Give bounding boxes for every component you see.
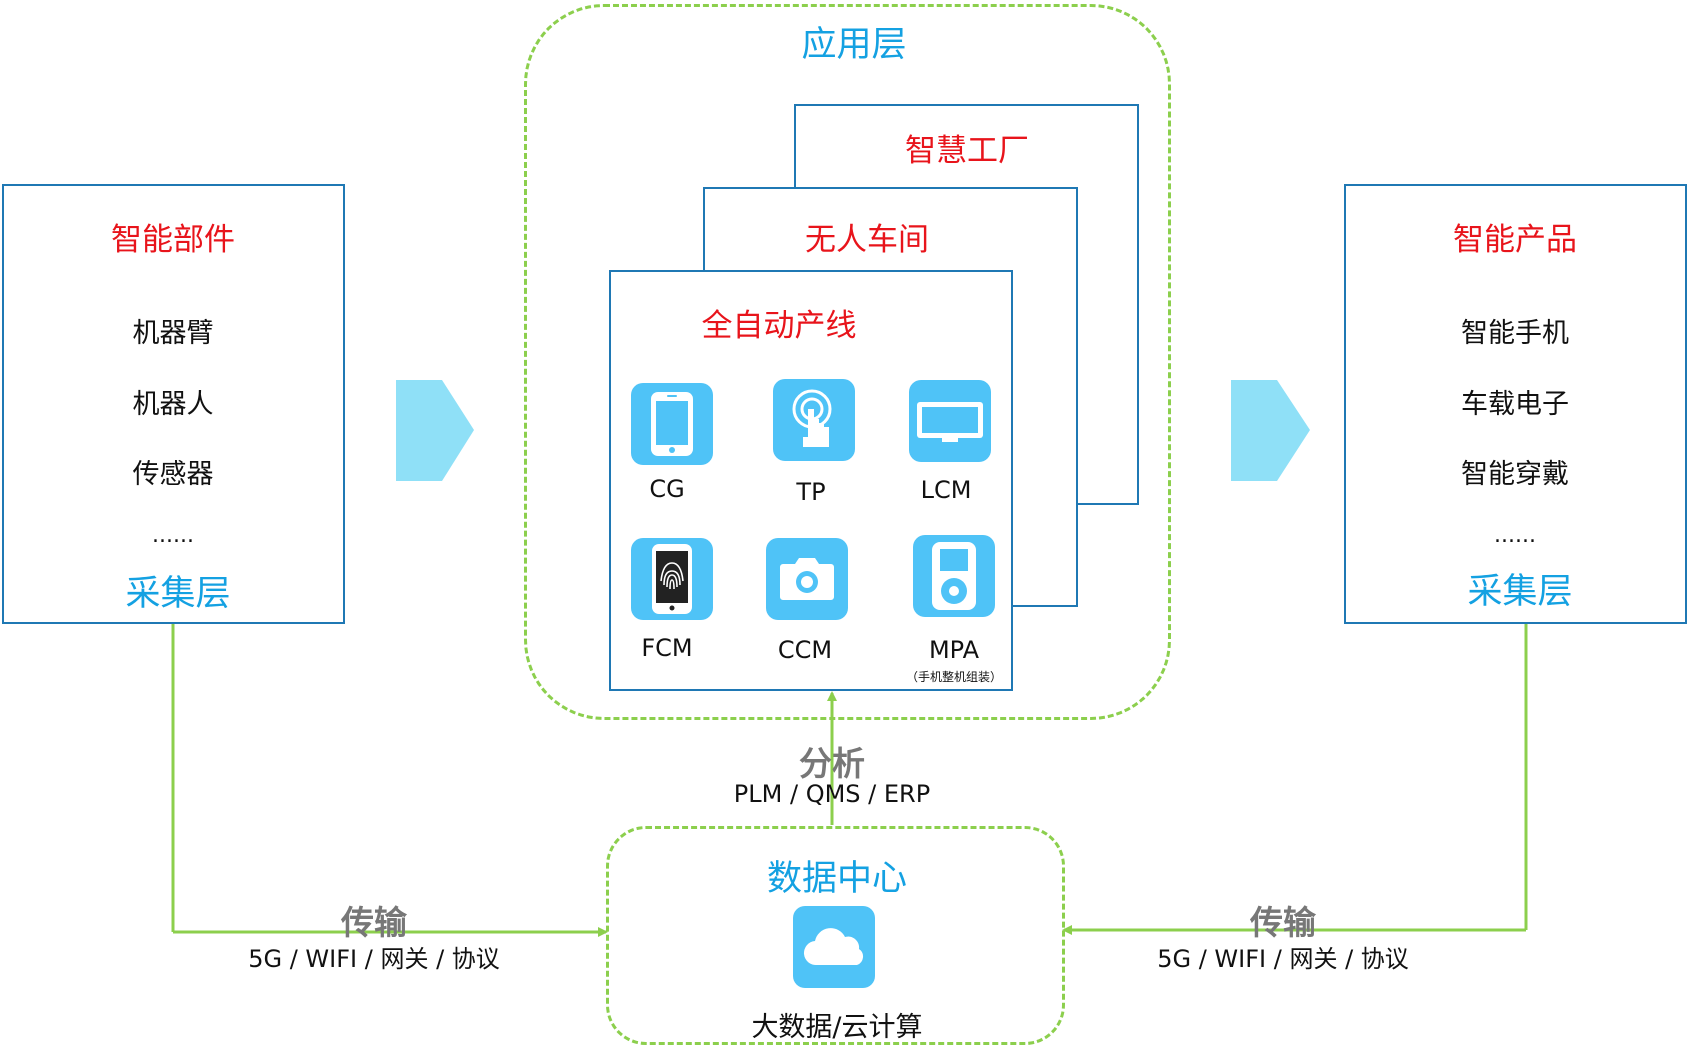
right-item-wearable: 智能穿戴 [1461, 459, 1569, 490]
right-layer-label: 采集层 [1467, 572, 1573, 612]
left-panel [2, 184, 345, 624]
left-transmission-subtitle: 5G / WIFI / 网关 / 协议 [248, 945, 500, 973]
icon-label-ccm: CCM [777, 636, 833, 664]
right-panel-title: 智能产品 [1453, 222, 1577, 258]
left-transmission-title: 传输 [341, 903, 407, 942]
right-transmission-subtitle: 5G / WIFI / 网关 / 协议 [1157, 945, 1409, 973]
camera-icon [766, 538, 848, 620]
fingerprint-phone-icon [631, 538, 713, 620]
production-line-title: 全自动产线 [701, 308, 857, 344]
icon-label-mpa: MPA [928, 636, 980, 664]
right-panel [1344, 184, 1687, 624]
left-layer-label: 采集层 [125, 574, 231, 614]
cloud-icon [793, 906, 875, 988]
touch-icon [773, 379, 855, 461]
ipod-icon [913, 535, 995, 617]
analysis-title: 分析 [799, 744, 865, 783]
icon-label-lcm: LCM [920, 476, 972, 504]
left-item-sensor: 传感器 [132, 459, 214, 490]
app-layer-container [524, 4, 1171, 720]
app-layer-label: 应用层 [801, 25, 907, 65]
data-center-title: 数据中心 [766, 859, 907, 899]
flow-arrow-left [396, 380, 474, 481]
analysis-subtitle: PLM / QMS / ERP [733, 780, 931, 808]
right-item-phone: 智能手机 [1461, 318, 1569, 349]
left-ellipsis: ...... [152, 523, 194, 548]
unmanned-workshop-title: 无人车间 [805, 222, 929, 258]
icon-label-fcm: FCM [641, 634, 693, 662]
right-transmission-title: 传输 [1250, 903, 1316, 942]
right-item-auto: 车载电子 [1461, 389, 1569, 420]
left-item-robot: 机器人 [132, 389, 214, 420]
icon-label-cg: CG [649, 475, 685, 503]
flow-arrow-right [1231, 380, 1310, 481]
data-center-container [606, 826, 1065, 1045]
right-ellipsis: ...... [1494, 523, 1536, 548]
production-line-card [609, 270, 1013, 691]
smart-factory-title: 智慧工厂 [905, 133, 1029, 169]
icon-label-tp: TP [796, 478, 826, 506]
left-panel-title: 智能部件 [111, 222, 235, 258]
data-center-caption: 大数据/云计算 [751, 1012, 923, 1043]
monitor-icon [909, 380, 991, 462]
left-item-arm: 机器臂 [132, 318, 214, 349]
smartphone-icon [631, 383, 713, 465]
mpa-note: （手机整机组装） [905, 670, 1002, 684]
